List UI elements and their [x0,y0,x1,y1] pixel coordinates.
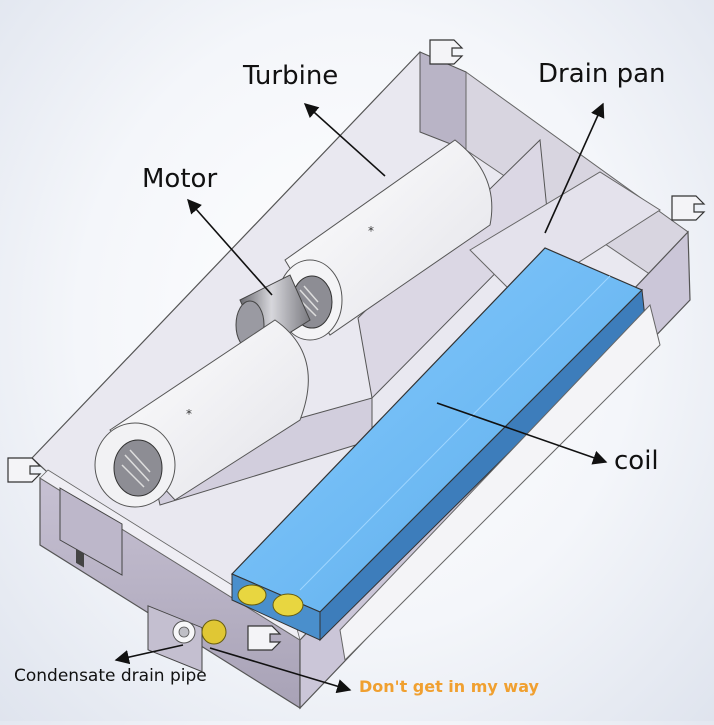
svg-text:*: * [368,224,374,238]
turbine-label: Turbine [243,61,339,91]
mounting-brackets [7,39,706,651]
warning-arrow [209,647,352,694]
warning-label: Don't get in my way [359,677,539,696]
terminal-block [76,548,84,568]
callout-arrows [114,102,608,694]
motor-label: Motor [142,164,218,194]
condensate-drain-stub [172,620,196,644]
drain-pan [469,171,661,301]
coil-arrow [436,402,608,465]
coil-label: coil [614,446,659,476]
pipe-fittings [201,584,304,645]
svg-text:*: * [186,407,192,421]
drain-pan-arrow [544,102,605,234]
filter-rail [339,303,661,662]
condensate-arrow [114,644,184,665]
condensate-drain-pipe-label: Condensate drain pipe [14,666,207,686]
motor-arrow [187,198,273,296]
turbine-front: * * [94,224,374,508]
turbine-arrow [303,103,386,177]
drain-pan-label: Drain pan [538,59,666,89]
